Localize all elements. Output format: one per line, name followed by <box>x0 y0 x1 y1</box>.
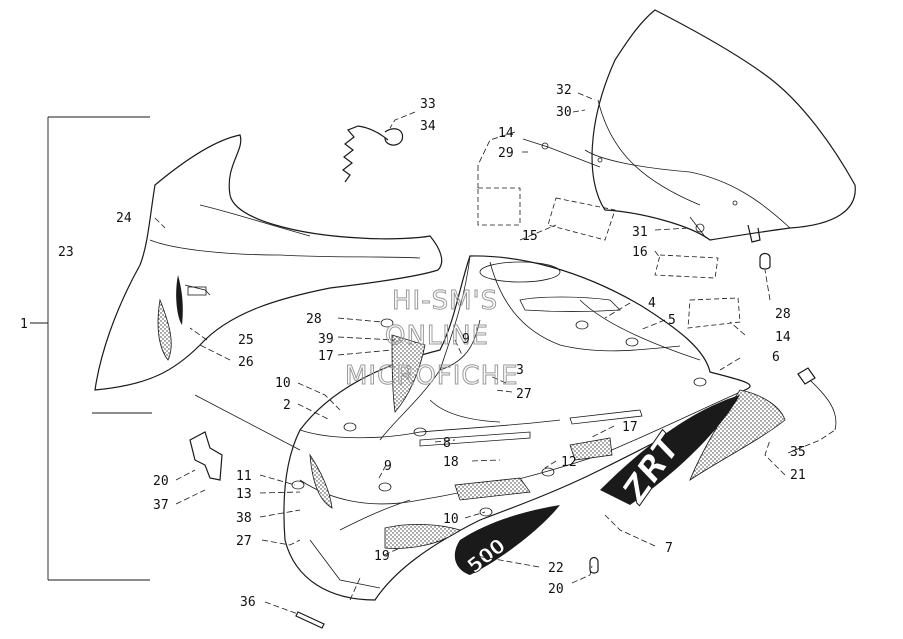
callout-37: 37 <box>153 498 169 513</box>
assembly-bracket <box>30 116 152 581</box>
callout-10a: 10 <box>275 376 291 391</box>
callout-5: 5 <box>668 313 676 328</box>
callout-28a: 28 <box>306 312 322 327</box>
callout-20a: 20 <box>153 474 169 489</box>
callout-16: 16 <box>632 245 648 260</box>
watermark-line1: HI-SM'S <box>392 286 498 316</box>
callout-1: 1 <box>20 317 28 332</box>
windshield-fastener <box>522 138 771 270</box>
callout-22: 22 <box>548 561 564 576</box>
callout-36: 36 <box>240 595 256 610</box>
hood-body <box>283 255 786 601</box>
callout-28b: 28 <box>775 307 791 322</box>
dashed-decals <box>477 187 741 329</box>
callout-27a: 27 <box>516 387 532 402</box>
callout-38: 38 <box>236 511 252 526</box>
callout-25: 25 <box>238 333 254 348</box>
left-side-panel <box>94 134 443 391</box>
callout-33: 33 <box>420 97 436 112</box>
leader-lines <box>154 92 836 615</box>
callout-15: 15 <box>522 229 538 244</box>
watermark-line3: MICROFICHE <box>345 361 519 391</box>
callout-7: 7 <box>665 541 673 556</box>
watermark-line2: ONLINE <box>385 321 489 351</box>
callout-4: 4 <box>648 296 656 311</box>
callout-27b: 27 <box>236 534 252 549</box>
callout-31: 31 <box>632 225 648 240</box>
callout-labels: 1 23 24 25 26 33 34 32 30 14 29 15 31 16… <box>20 83 806 610</box>
callout-30: 30 <box>556 105 572 120</box>
callout-9b: 9 <box>384 459 392 474</box>
callout-3: 3 <box>516 363 524 378</box>
callout-9a: 9 <box>462 332 470 347</box>
callout-10b: 10 <box>443 512 459 527</box>
callout-35: 35 <box>790 445 806 460</box>
callout-14a: 14 <box>498 126 514 141</box>
callout-2: 2 <box>283 398 291 413</box>
windshield <box>584 9 856 243</box>
callout-23: 23 <box>58 245 74 260</box>
callout-18: 18 <box>443 455 459 470</box>
callout-17a: 17 <box>318 349 334 364</box>
callout-11: 11 <box>236 469 252 484</box>
callout-14b: 14 <box>775 330 791 345</box>
callout-32: 32 <box>556 83 572 98</box>
callout-17b: 17 <box>622 420 638 435</box>
callout-6: 6 <box>772 350 780 365</box>
callout-24: 24 <box>116 211 132 226</box>
callout-12: 12 <box>561 455 577 470</box>
callout-21: 21 <box>790 468 806 483</box>
callout-26: 26 <box>238 355 254 370</box>
callout-39: 39 <box>318 332 334 347</box>
callout-34: 34 <box>420 119 436 134</box>
callout-8: 8 <box>443 436 451 451</box>
callout-19: 19 <box>374 549 390 564</box>
watermark: HI-SM'S ONLINE MICROFICHE <box>345 286 519 392</box>
callout-29: 29 <box>498 146 514 161</box>
callout-13: 13 <box>236 487 252 502</box>
callout-20b: 20 <box>548 582 564 597</box>
hood-spring <box>341 125 404 183</box>
